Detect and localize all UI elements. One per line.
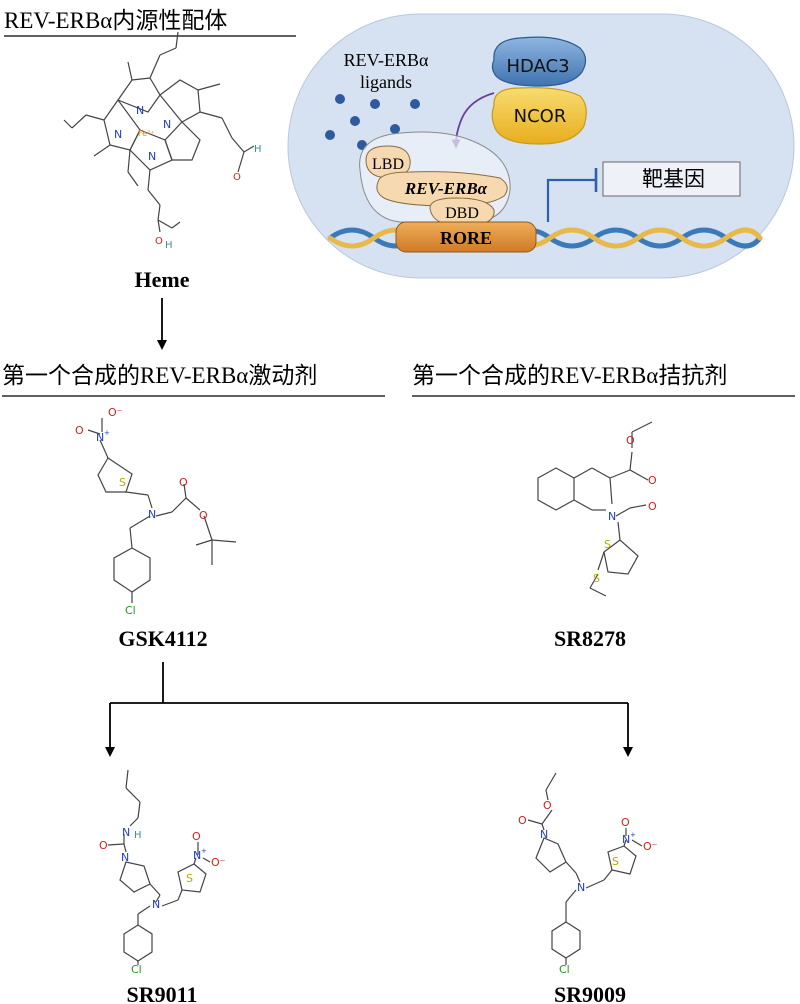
gsk4112-nitro-o-minus: O⁻ [108, 406, 123, 419]
ligands-label-line1: REV-ERBα [344, 50, 429, 70]
sr8278-label: SR8278 [554, 626, 626, 651]
gsk4112-ester-o: O [199, 509, 208, 522]
sr9011-nitro-o: O [192, 830, 201, 843]
sr9011-nitro-o-minus: O⁻ [211, 856, 226, 869]
sr8278-n: N [608, 510, 616, 523]
ligand-dot [350, 116, 360, 126]
ligand-dot [335, 94, 345, 104]
sr9011-nitro-n: N [193, 849, 201, 862]
heme-n-4: N [148, 150, 156, 163]
sr9009-atom-labels: O O N N S N + O O⁻ Cl [518, 799, 658, 976]
sr9011-nitro-plus: + [201, 847, 207, 855]
sr9011-cl: Cl [131, 963, 142, 976]
sr9009-nitro-n: N [622, 833, 630, 846]
heme-n-2: N [163, 118, 171, 131]
sr8278-s-ring: S [604, 538, 611, 551]
rev-erba-shape [376, 171, 508, 207]
rore-label: RORE [440, 228, 492, 248]
dbd-label: DBD [445, 205, 479, 222]
heme-o-1: O [233, 172, 241, 183]
sr9009-structure [527, 772, 643, 965]
gsk4112-carbonyl-o: O [179, 476, 188, 489]
sr9009-nitro-o: O [621, 816, 630, 829]
gsk4112-s: S [119, 476, 126, 489]
sr9011-amide-h: H [134, 830, 142, 841]
heme-atom-labels: N N N N Fe²⁺ H O O H [114, 104, 262, 251]
ligand-dot [370, 99, 380, 109]
heme-fe-label: Fe²⁺ [138, 129, 155, 138]
sr9009-n: N [577, 881, 585, 894]
heme-structure [63, 31, 255, 233]
first-antagonist-heading: 第一个合成的REV-ERBα拮抗剂 [412, 363, 727, 388]
lbd-label: LBD [372, 156, 404, 173]
lbd-shape [365, 145, 411, 179]
sr9009-label: SR9009 [554, 982, 626, 1004]
gsk4112-branch-arrows [105, 662, 633, 757]
repression-line [546, 178, 596, 222]
first-agonist-heading: 第一个合成的REV-ERBα激动剂 [2, 363, 317, 388]
target-gene-box [602, 161, 741, 197]
sr9011-atom-labels: N H O N N S N + O O⁻ Cl [99, 826, 226, 976]
sr8278-carbonyl-o-1: O [648, 474, 657, 487]
sr8278-carbonyl-o-2: O [648, 500, 657, 513]
gsk4112-structure [87, 418, 237, 603]
gsk4112-nitro-o: O [75, 424, 84, 437]
rev-erba-label: REV-ERBα [404, 179, 488, 198]
sr9009-cl: Cl [559, 963, 570, 976]
ligand-dot [410, 99, 420, 109]
sr9011-carbonyl-o: O [99, 839, 108, 852]
heme-o-2: O [155, 236, 163, 247]
sr9011-s: S [186, 872, 193, 885]
sr9009-ring-n: N [540, 828, 548, 841]
gsk4112-cl: Cl [125, 604, 136, 617]
gsk4112-atom-labels: N + O⁻ O S N O O Cl [75, 406, 208, 617]
ncor-label: NCOR [514, 106, 567, 127]
ligand-dot [390, 124, 400, 134]
sr9009-carbonyl-o: O [518, 814, 527, 827]
sr8278-ester-o: O [626, 434, 635, 447]
sr9011-structure [107, 769, 211, 965]
gsk4112-nitro-plus: + [104, 429, 110, 437]
heme-label: Heme [135, 267, 190, 292]
ligands-label-line2: ligands [360, 72, 412, 92]
ligand-dot [325, 130, 335, 140]
gsk4112-n: N [148, 508, 156, 521]
sr9009-s: S [612, 855, 619, 868]
heme-n-1: N [136, 104, 144, 117]
sr9011-n: N [152, 898, 160, 911]
hdac3-label: HDAC3 [506, 56, 569, 77]
heme-n-3: N [114, 128, 122, 141]
rore-element [395, 221, 537, 253]
heme-h-1: H [254, 144, 262, 155]
sr8278-structure [537, 421, 653, 597]
target-gene-label: 靶基因 [642, 167, 705, 191]
hdac3-shape [491, 36, 587, 87]
gsk4112-label: GSK4112 [118, 626, 207, 651]
sr9009-nitro-plus: + [630, 831, 636, 839]
sr9011-label: SR9011 [127, 982, 198, 1004]
sr9009-nitro-o-minus: O⁻ [643, 840, 658, 853]
sr8278-s-thio: S [593, 572, 600, 585]
heme-h-2: H [165, 240, 173, 251]
sr9009-ester-o: O [543, 799, 552, 812]
endogenous-ligand-heading: REV-ERBα内源性配体 [4, 8, 227, 33]
gsk4112-nitro-n: N [96, 431, 104, 444]
sr8278-atom-labels: O O N O S S [593, 434, 657, 585]
ncor-shape [491, 87, 587, 145]
sr9011-amide-n: N [122, 826, 130, 839]
sr9011-ring-n: N [121, 851, 129, 864]
